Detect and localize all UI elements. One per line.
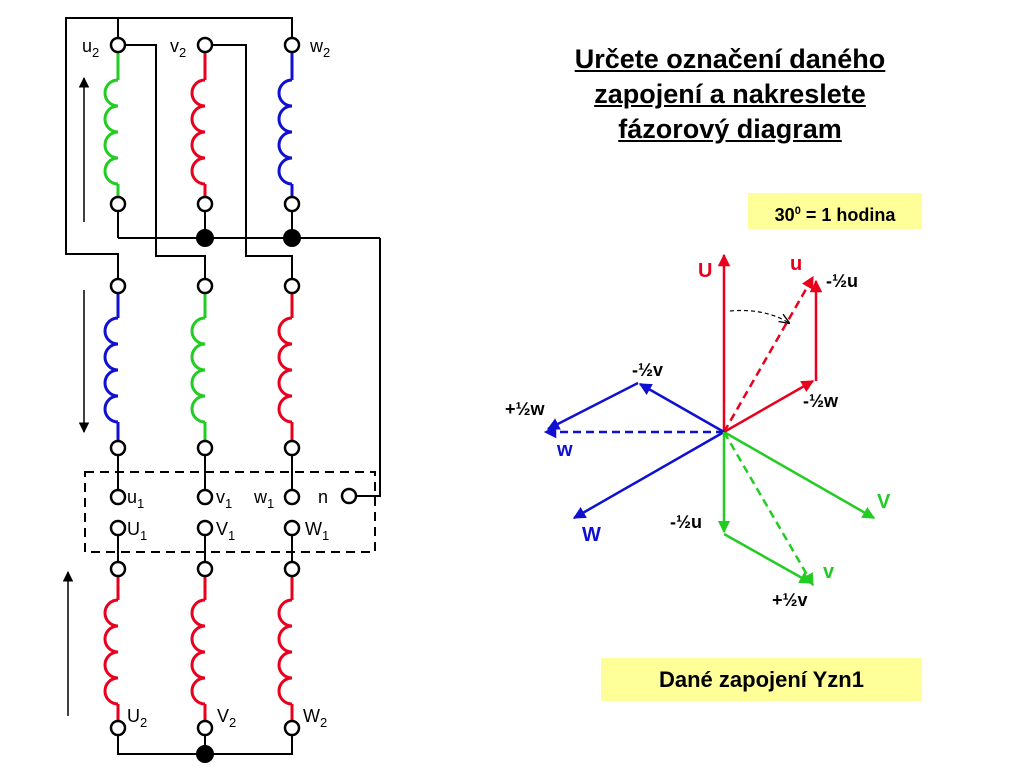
label-minus-half-u-bottom: -½u [670, 512, 702, 532]
label-plus-half-w: +½w [505, 399, 546, 419]
phasor-V [723, 430, 876, 520]
junction-star-w [283, 229, 301, 247]
label-v2: v2 [170, 36, 186, 60]
phasor-u [722, 275, 815, 433]
label-u1: u1 [127, 487, 144, 511]
terminal-V1 [196, 519, 214, 537]
label-n: n [318, 487, 328, 507]
phasor-plus-half-w [546, 381, 639, 431]
terminal-V2 [196, 719, 214, 737]
label-minus-half-w: -½w [803, 391, 839, 411]
label-minus-half-u-top: -½u [826, 271, 858, 291]
label-phasor-w: w [556, 439, 573, 461]
terminal-top-u-end [109, 195, 127, 213]
wiring [65, 17, 381, 755]
terminal-n [340, 487, 358, 505]
scale-note: 300 = 1 hodina [748, 193, 922, 229]
coil-mid-w [277, 294, 294, 448]
terminal-u1 [109, 488, 127, 506]
label-phasor-V: V [877, 491, 891, 513]
scale-base: 30 [774, 205, 795, 225]
terminal-mid-v-start [196, 277, 214, 295]
terminal-w2 [283, 36, 301, 54]
terminal-U2 [109, 719, 127, 737]
label-phasor-W: W [582, 524, 601, 546]
junction-bottom-star [196, 745, 214, 763]
coil-bottom-w [277, 577, 294, 720]
terminal-mid-u-end [109, 439, 127, 457]
title-line-2: zapojení a nakreslete [594, 79, 866, 109]
label-W1: W1 [305, 519, 329, 543]
terminal-board [84, 471, 376, 553]
phasor-plus-half-v [723, 532, 813, 585]
terminal-top-v-end [196, 195, 214, 213]
coil-top-v [190, 53, 207, 196]
terminal-U1 [109, 519, 127, 537]
terminal-w1 [283, 488, 301, 506]
task-title: Určete označení daného zapojení a nakres… [500, 42, 960, 147]
coil-mid-v [190, 294, 207, 448]
label-U2: U2 [127, 706, 147, 730]
terminal-mid-u-start [109, 277, 127, 295]
terminal-mid-w-start [283, 277, 301, 295]
terminal-W2 [283, 719, 301, 737]
scale-exponent: 0 [794, 205, 801, 217]
label-u2: u2 [82, 36, 99, 60]
label-minus-half-v: -½v [632, 360, 663, 380]
junction-star-v [196, 229, 214, 247]
label-phasor-u: u [790, 253, 802, 275]
label-w2: w2 [309, 36, 330, 60]
phasor-labels: U u -½u -½v +½w -½w w V -½u W v +½v [505, 253, 891, 610]
phasor-diagram [543, 253, 876, 587]
terminal-v2 [196, 36, 214, 54]
terminal-W1 [283, 519, 301, 537]
label-W2: W2 [303, 706, 327, 730]
label-U1: U1 [127, 519, 147, 543]
title-line-1: Určete označení daného [574, 44, 886, 74]
terminal-bot-w-start [283, 560, 301, 578]
label-V1: V1 [216, 519, 235, 543]
terminal-top-w-end [283, 195, 301, 213]
angle-arc [729, 309, 789, 324]
coil-bottom-u [103, 577, 120, 720]
junctions [196, 229, 301, 763]
terminal-mid-w-end [283, 439, 301, 457]
phasor-minus-half-v [638, 382, 725, 434]
label-v1: v1 [216, 487, 232, 511]
phasor-minus-half-w [723, 379, 815, 434]
terminals [109, 36, 358, 737]
terminal-u2 [109, 36, 127, 54]
label-phasor-U: U [698, 260, 712, 282]
phasor-W [572, 430, 725, 520]
terminal-labels: u2 v2 w2 u1 v1 w1 n U1 V1 W1 U2 V2 W2 [82, 36, 330, 730]
label-V2: V2 [217, 706, 236, 730]
coil-bottom-v [190, 577, 207, 720]
scale-text: = 1 hodina [800, 205, 896, 225]
coil-mid-u [103, 294, 120, 448]
terminal-v1 [196, 488, 214, 506]
title-line-3: fázorový diagram [618, 114, 842, 144]
coil-top-u [103, 53, 120, 196]
label-w1: w1 [253, 487, 274, 511]
label-phasor-v: v [823, 561, 835, 583]
phasor-v [722, 431, 815, 587]
label-plus-half-v: +½v [772, 590, 808, 610]
terminal-bot-u-start [109, 560, 127, 578]
coil-top-w [277, 53, 294, 196]
terminal-bot-v-start [196, 560, 214, 578]
result-label: Dané zapojení Yzn1 [601, 658, 922, 701]
terminal-mid-v-end [196, 439, 214, 457]
